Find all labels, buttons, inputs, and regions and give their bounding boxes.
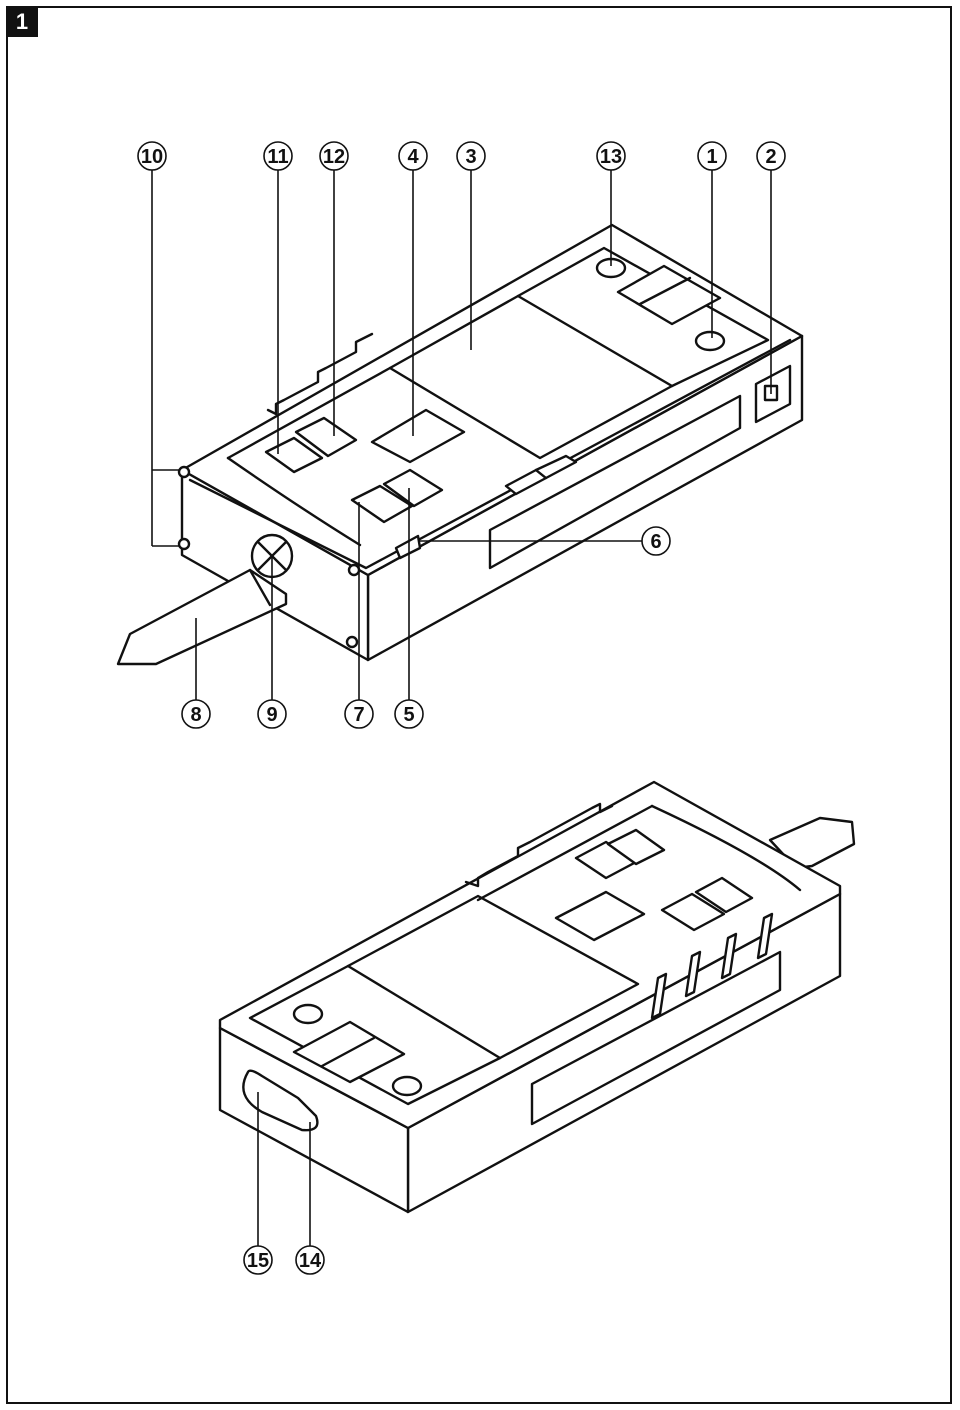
callout-4-label: 4 — [407, 146, 419, 168]
leader-lines — [151, 170, 772, 1246]
bottom-side-window — [530, 950, 782, 1126]
bottom-device-drawing — [218, 780, 856, 1214]
top-button-4 — [370, 408, 466, 464]
callout-15-label: 15 — [247, 1250, 269, 1272]
bottom-button-e — [694, 876, 754, 914]
figure-frame — [6, 6, 952, 1404]
top-side-window — [488, 394, 742, 570]
top-button-11 — [264, 436, 324, 474]
callout-5-label: 5 — [403, 704, 414, 726]
bottom-display-window — [346, 894, 640, 1060]
callout-6-label: 6 — [650, 531, 661, 553]
callout-3: 3 — [456, 141, 486, 171]
callout-4: 4 — [398, 141, 428, 171]
callout-9: 9 — [257, 699, 287, 729]
callout-8-label: 8 — [190, 704, 201, 726]
callout-10: 10 — [137, 141, 167, 171]
callout-2-label: 2 — [765, 146, 776, 168]
callout-11: 11 — [263, 141, 293, 171]
callout-13: 13 — [596, 141, 626, 171]
bottom-button-c — [554, 890, 646, 942]
callout-8: 8 — [181, 699, 211, 729]
top-button-12 — [294, 416, 358, 458]
callout-6: 6 — [641, 526, 671, 556]
callout-12-label: 12 — [323, 146, 345, 168]
callout-15: 15 — [243, 1245, 273, 1275]
top-end-piece-8 — [116, 568, 288, 666]
bottom-end-oval — [242, 1069, 319, 1132]
callout-1-label: 1 — [706, 146, 717, 168]
callout-12: 12 — [319, 141, 349, 171]
callout-10-label: 10 — [141, 146, 163, 168]
top-button-pad — [616, 264, 722, 326]
top-button-5 — [382, 468, 444, 508]
top-end-button-2 — [754, 364, 792, 424]
callout-14-label: 14 — [299, 1250, 322, 1272]
callout-7-label: 7 — [353, 704, 364, 726]
callout-1: 1 — [697, 141, 727, 171]
top-device-top-face — [180, 223, 804, 577]
callout-13-label: 13 — [600, 146, 622, 168]
callout-9-label: 9 — [266, 704, 277, 726]
callout-2: 2 — [756, 141, 786, 171]
bottom-button-d — [660, 892, 726, 932]
callout-3-label: 3 — [465, 146, 476, 168]
callout-5: 5 — [394, 699, 424, 729]
bottom-button-b — [606, 828, 666, 866]
callout-11-label: 11 — [267, 146, 288, 168]
top-device-drawing — [116, 223, 804, 666]
figure-number-tab: 1 — [6, 6, 38, 37]
top-ellipse-1 — [694, 330, 726, 352]
callout-14: 14 — [295, 1245, 325, 1275]
callout-7: 7 — [344, 699, 374, 729]
